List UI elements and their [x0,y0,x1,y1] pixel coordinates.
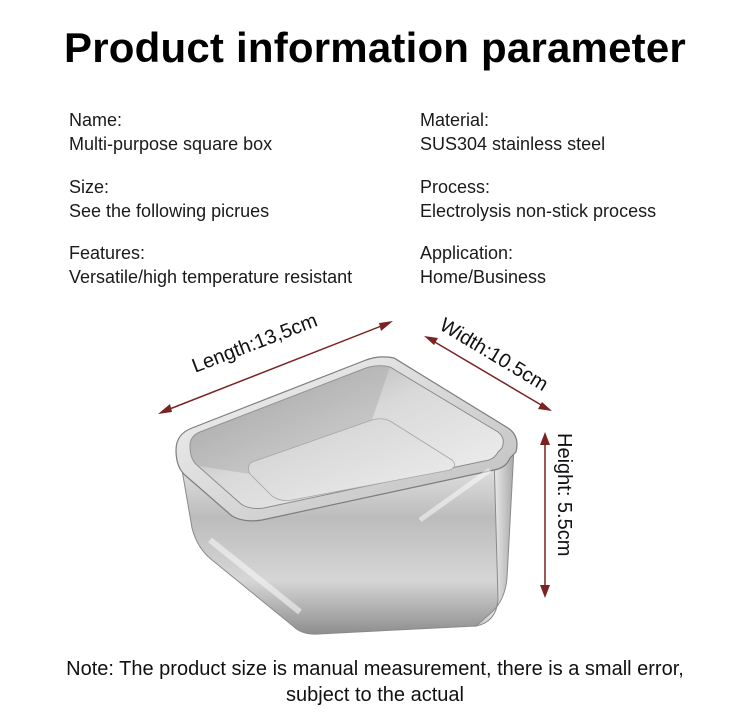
param-features: Features: Versatile/high temperature res… [69,241,352,289]
note-line-2: subject to the actual [286,684,464,706]
param-size-label: Size: [69,177,110,197]
param-material: Material: SUS304 stainless steel [420,108,605,156]
note-line-1: Note: The product size is manual measure… [66,658,684,680]
param-size: Size: See the following picrues [69,175,269,223]
param-features-label: Features: [69,243,146,263]
param-application: Application: Home/Business [420,241,546,289]
width-arrow [424,336,552,411]
param-features-value: Versatile/high temperature resistant [69,267,353,287]
param-name: Name: Multi-purpose square box [69,108,272,156]
param-process: Process: Electrolysis non-stick process [420,175,656,223]
square-box-image [175,356,518,635]
param-application-value: Home/Business [420,267,547,287]
param-process-value: Electrolysis non-stick process [420,201,657,221]
height-arrow [540,432,550,598]
height-label: Height: 5.5cm [553,433,575,557]
param-material-label: Material: [420,110,490,130]
param-name-value: Multi-purpose square box [69,134,273,154]
param-name-label: Name: [69,110,123,130]
page-title: Product information parameter [64,24,686,71]
param-size-value: See the following picrues [69,201,270,221]
measurement-note: Note: The product size is manual measure… [0,656,750,708]
param-application-label: Application: [420,243,514,263]
param-material-value: SUS304 stainless steel [420,134,606,154]
param-process-label: Process: [420,177,491,197]
length-arrow [158,321,393,414]
